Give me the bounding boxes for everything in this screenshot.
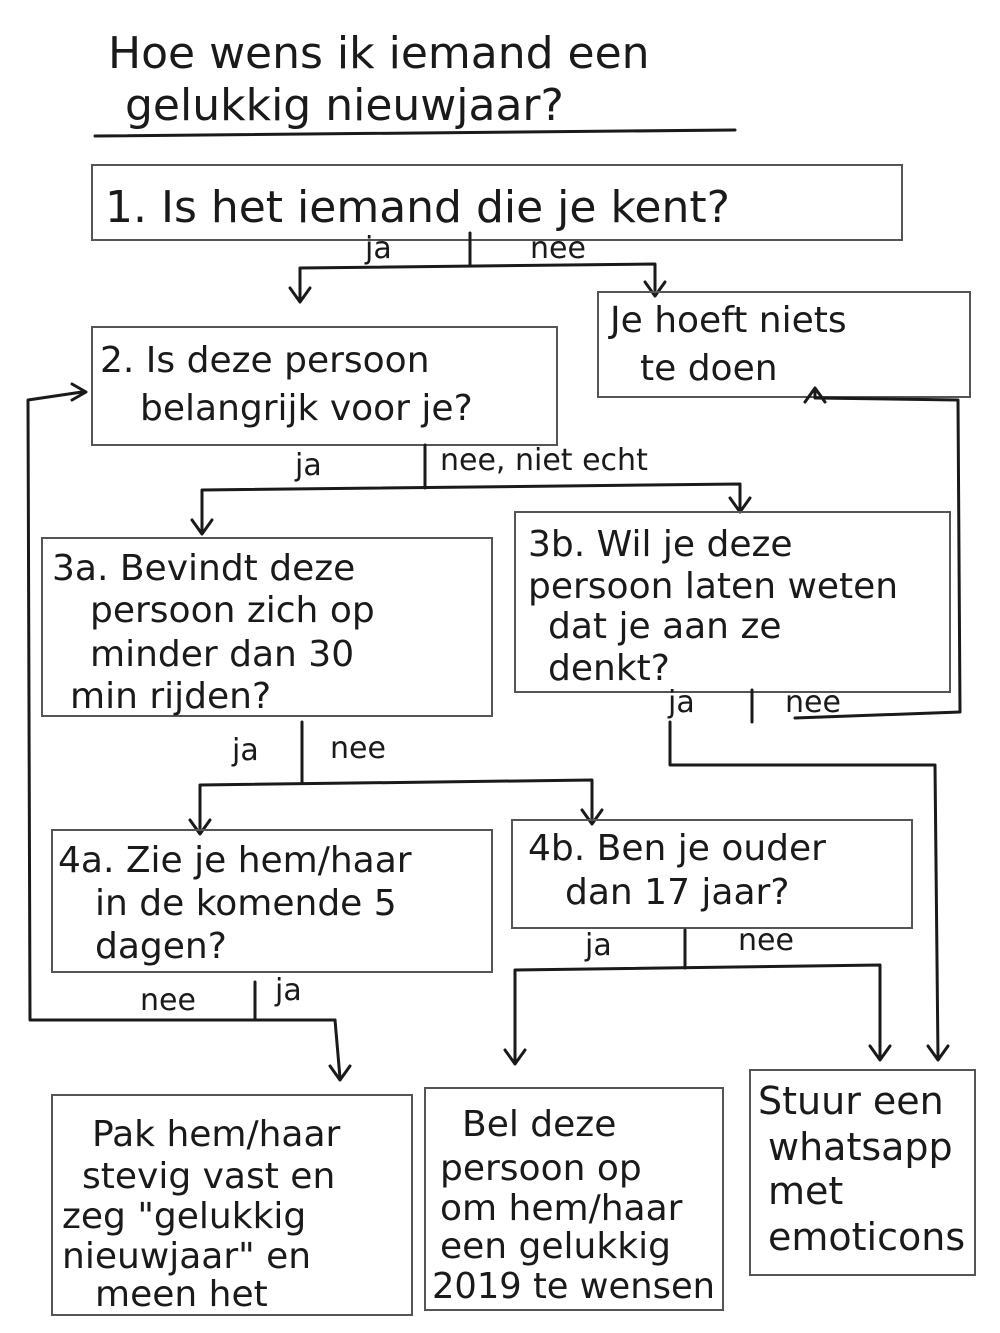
question-4a-line-2: in de komende 5: [95, 883, 397, 924]
label-q4b-yes: ja: [584, 928, 612, 963]
label-q4a-yes: ja: [274, 973, 302, 1008]
label-q3b-no: nee: [785, 685, 841, 720]
title-underline: [93, 128, 737, 138]
end-call-line-5: 2019 te wensen: [432, 1266, 715, 1307]
label-q2-no: nee, niet echt: [440, 443, 648, 478]
question-2-line-1: 2. Is deze persoon: [100, 340, 430, 381]
question-4b-box: 4b. Ben je ouder dan 17 jaar?: [511, 819, 913, 929]
question-3b-line-3: dat je aan ze: [548, 606, 782, 647]
end-whatsapp-line-4: emoticons: [768, 1215, 965, 1259]
question-3a-border: [41, 537, 493, 717]
question-1-border: [91, 164, 903, 241]
question-3a-line-3: minder dan 30: [90, 634, 354, 675]
question-4a-line-1: 4a. Zie je hem/haar: [58, 840, 412, 881]
question-4b-line-2: dan 17 jaar?: [565, 872, 789, 913]
end-call-line-3: om hem/haar: [440, 1188, 683, 1229]
label-q4a-no: nee: [140, 983, 196, 1018]
diagram-title: Hoe wens ik iemand een gelukkig nieuwjaa…: [93, 28, 737, 138]
question-4a-box: 4a. Zie je hem/haar in de komende 5 dage…: [51, 829, 493, 973]
end-call-border: [424, 1087, 724, 1311]
end-whatsapp-box: Stuur een whatsapp met emoticons: [749, 1069, 976, 1276]
question-1-text: 1. Is het iemand die je kent?: [105, 182, 730, 233]
end-call-line-1: Bel deze: [462, 1104, 616, 1145]
title-line-1: Hoe wens ik iemand een: [108, 28, 650, 79]
end-whatsapp-line-2: whatsapp: [768, 1125, 953, 1169]
question-4a-line-3: dagen?: [95, 926, 227, 967]
question-1-box: 1. Is het iemand die je kent?: [91, 164, 903, 241]
end-hug-line-1: Pak hem/haar: [92, 1114, 341, 1155]
question-3b-box: 3b. Wil je deze persoon laten weten dat …: [514, 511, 951, 693]
question-4b-line-1: 4b. Ben je ouder: [528, 828, 826, 869]
question-2-border: [91, 326, 558, 446]
end-hug-line-4: nieuwjaar" en: [62, 1236, 311, 1277]
question-3a-box: 3a. Bevindt deze persoon zich op minder …: [41, 537, 493, 717]
label-q3a-yes: ja: [231, 733, 259, 768]
question-3a-line-2: persoon zich op: [90, 590, 375, 631]
end-no-action-line-2: te doen: [640, 348, 778, 389]
question-4a-border: [51, 829, 493, 973]
end-no-action-line-1: Je hoeft niets: [608, 300, 847, 341]
question-3a-line-1: 3a. Bevindt deze: [52, 548, 355, 589]
end-call-line-4: een gelukkig: [440, 1226, 671, 1267]
end-no-action-box: Je hoeft niets te doen: [597, 291, 971, 398]
question-3b-line-2: persoon laten weten: [528, 566, 898, 607]
end-whatsapp-border: [749, 1069, 976, 1276]
label-q3b-yes: ja: [667, 685, 695, 720]
title-line-2: gelukkig nieuwjaar?: [125, 80, 564, 131]
label-q1-no: nee: [530, 231, 586, 266]
question-3b-line-1: 3b. Wil je deze: [528, 524, 793, 565]
end-whatsapp-line-1: Stuur een: [758, 1079, 944, 1123]
end-hug-border: [51, 1094, 413, 1316]
end-call-box: Bel deze persoon op om hem/haar een gelu…: [424, 1087, 724, 1311]
question-3b-border: [514, 511, 951, 693]
end-hug-line-3: zeg "gelukkig: [62, 1196, 306, 1237]
question-3a-line-4: min rijden?: [70, 676, 271, 717]
end-hug-box: Pak hem/haar stevig vast en zeg "gelukki…: [51, 1094, 413, 1316]
question-4b-border: [511, 819, 913, 929]
label-q3a-no: nee: [330, 731, 386, 766]
end-hug-line-5: meen het: [95, 1274, 268, 1315]
label-q1-yes: ja: [364, 231, 392, 266]
question-2-box: 2. Is deze persoon belangrijk voor je?: [91, 326, 558, 446]
label-q4b-no: nee: [738, 923, 794, 958]
end-no-action-border: [597, 291, 971, 398]
label-q2-yes: ja: [294, 448, 322, 483]
end-call-line-2: persoon op: [440, 1148, 642, 1189]
end-whatsapp-line-3: met: [768, 1169, 843, 1213]
end-hug-line-2: stevig vast en: [82, 1156, 335, 1197]
question-2-line-2: belangrijk voor je?: [140, 388, 473, 429]
question-3b-line-4: denkt?: [548, 648, 670, 689]
